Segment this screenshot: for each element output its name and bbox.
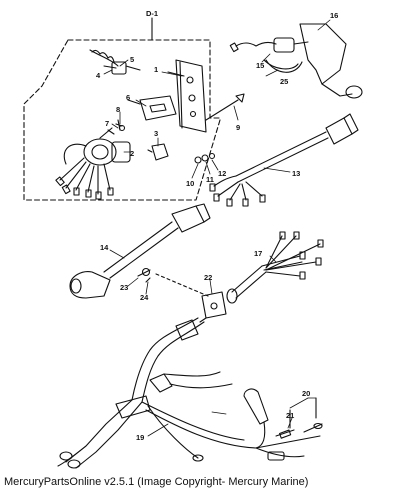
callout-d1: D-1 [146,9,158,18]
callout-12: 12 [218,169,226,178]
switch-assembly-15-16-25 [230,24,362,98]
nuts-10-11-12 [195,154,215,164]
callout-8: 8 [116,105,120,114]
main-harness-19 [58,318,320,468]
callout-25: 25 [280,77,288,86]
harness-13 [210,114,358,206]
callout-1: 1 [154,65,158,74]
callout-13: 13 [292,169,300,178]
callout-24: 24 [140,293,149,302]
callout-11: 11 [206,175,214,184]
callout-2: 2 [130,149,134,158]
cable-14 [70,204,210,298]
callout-3: 3 [154,129,158,138]
mounting-plate-1 [168,60,206,132]
callout-10: 10 [186,179,194,188]
callout-17: 17 [254,249,262,258]
callout-6: 6 [126,93,130,102]
parts-20-21 [276,398,322,438]
callout-22: 22 [204,273,212,282]
callout-15: 15 [256,61,264,70]
screw-23-washer-24 [138,269,208,297]
copyright-footer: MercuryPartsOnline v2.5.1 (Image Copyrig… [4,476,309,488]
callout-7: 7 [105,119,109,128]
fasteners-7-8 [108,120,125,134]
bolt-9 [206,94,244,120]
d1-dashed-outline [24,40,220,200]
callout-4: 4 [96,71,101,80]
callout-23: 23 [120,283,128,292]
leader-lines [104,20,330,436]
bracket-22 [200,292,226,322]
harness-17 [227,232,323,303]
lanyard-switch-4-5 [90,50,140,74]
bracket-6 [128,96,176,120]
callout-5: 5 [130,55,134,64]
callout-16: 16 [330,11,338,20]
callout-9: 9 [236,123,240,132]
callout-labels: D-1 1 2 3 4 5 6 7 8 9 10 11 12 13 14 15 … [96,9,338,442]
callout-21: 21 [286,411,294,420]
part-3 [148,144,168,160]
callout-19: 19 [136,433,144,442]
callout-14: 14 [100,243,109,252]
callout-20: 20 [302,389,310,398]
ignition-switch-2 [56,128,130,199]
